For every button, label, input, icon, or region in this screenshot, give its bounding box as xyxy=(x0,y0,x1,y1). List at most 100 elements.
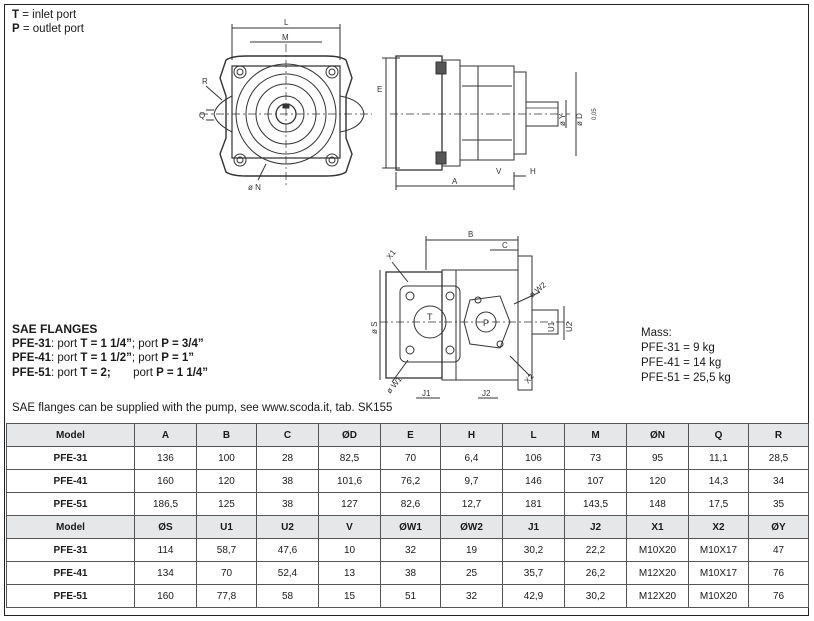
table-cell: 9,7 xyxy=(440,469,503,493)
table-cell: 143,5 xyxy=(564,492,627,516)
table-cell: 114 xyxy=(134,538,197,562)
table-cell: 120 xyxy=(626,469,689,493)
table-cell: 160 xyxy=(134,584,197,608)
mass-title: Mass: xyxy=(641,327,672,339)
table-cell: 38 xyxy=(380,561,441,585)
table-cell: 35,7 xyxy=(502,561,565,585)
table-cell: 38 xyxy=(256,492,319,516)
table-header-cell: ØS xyxy=(134,515,197,539)
mass-block: Mass: PFE-31 = 9 kg PFE-41 = 14 kg PFE-5… xyxy=(641,326,731,386)
table-header-cell: ØN xyxy=(626,423,689,447)
dim-label-d: ø D xyxy=(575,113,584,126)
table-cell: M12X20 xyxy=(626,584,689,608)
table-header-cell: H xyxy=(440,423,503,447)
model-cell: PFE-41 xyxy=(6,469,135,493)
table-cell: 12,7 xyxy=(440,492,503,516)
table-cell: 120 xyxy=(196,469,257,493)
model-cell: PFE-51 xyxy=(6,584,135,608)
dim-label-u2: U2 xyxy=(565,321,574,332)
table-cell: 11,1 xyxy=(688,446,749,470)
model-cell: PFE-31 xyxy=(6,446,135,470)
sae-flanges-block: SAE FLANGES PFE-31: port T = 1 1/4”; por… xyxy=(12,322,208,380)
table-cell: M10X20 xyxy=(688,584,749,608)
sae-line-pfe51: PFE-51: port T = 2; port P = 1 1/4” xyxy=(12,366,209,379)
dim-label-j2: J2 xyxy=(482,389,491,398)
table-cell: 28,5 xyxy=(748,446,809,470)
table-cell: 34 xyxy=(748,469,809,493)
mass-line: PFE-31 = 9 kg xyxy=(641,342,715,354)
table-header-cell: U1 xyxy=(196,515,257,539)
dim-label-y: ø Y xyxy=(558,113,567,126)
table-cell: 13 xyxy=(318,561,381,585)
table-header-cell: V xyxy=(318,515,381,539)
legend-inlet: T = inlet port xyxy=(12,9,77,21)
table-cell: 51 xyxy=(380,584,441,608)
dim-label-d-tol: 0,05 xyxy=(592,108,598,120)
table-cell: 95 xyxy=(626,446,689,470)
table-cell: 6,4 xyxy=(440,446,503,470)
table-cell: 107 xyxy=(564,469,627,493)
table-cell: 26,2 xyxy=(564,561,627,585)
table-cell: M10X17 xyxy=(688,538,749,562)
table-header-cell: J2 xyxy=(564,515,627,539)
table-cell: 52,4 xyxy=(256,561,319,585)
table-cell: 100 xyxy=(196,446,257,470)
page-frame xyxy=(4,4,809,616)
table-header-cell: J1 xyxy=(502,515,565,539)
table-cell: 32 xyxy=(440,584,503,608)
table-cell: M10X20 xyxy=(626,538,689,562)
table-header-cell: ØW2 xyxy=(440,515,503,539)
model-cell: PFE-31 xyxy=(6,538,135,562)
dim-label-x1: X1 xyxy=(385,248,399,262)
ports-legend: T = inlet port P = outlet port xyxy=(12,8,84,36)
table-header-cell: Q xyxy=(688,423,749,447)
table-cell: 28 xyxy=(256,446,319,470)
table-cell: M10X17 xyxy=(688,561,749,585)
sae-title: SAE FLANGES xyxy=(12,322,98,336)
dim-label-w2: ø W2 xyxy=(528,280,549,300)
dim-label-v: V xyxy=(496,167,502,176)
table-header-cell: E xyxy=(380,423,441,447)
table-cell: 73 xyxy=(564,446,627,470)
table-cell: 47,6 xyxy=(256,538,319,562)
technical-drawing: L M R Q ø N E A V H ø Y ø D 0,05 B C ø S… xyxy=(199,18,598,399)
table-header-cell: Model xyxy=(6,515,135,539)
table-cell: 25 xyxy=(440,561,503,585)
table-cell: 76 xyxy=(748,561,809,585)
table-cell: 30,2 xyxy=(564,584,627,608)
model-cell: PFE-41 xyxy=(6,561,135,585)
dim-label-m: M xyxy=(282,33,289,42)
table-cell: 47 xyxy=(748,538,809,562)
table-cell: 82,6 xyxy=(380,492,441,516)
port-label-p: P xyxy=(483,318,489,328)
sae-line-pfe31: PFE-31: port T = 1 1/4”; port P = 3/4” xyxy=(12,337,204,350)
table-header-cell: A xyxy=(134,423,197,447)
table-cell: 22,2 xyxy=(564,538,627,562)
table-cell: 181 xyxy=(502,492,565,516)
table-cell: 42,9 xyxy=(502,584,565,608)
dim-label-r: R xyxy=(202,77,208,86)
dim-label-n: ø N xyxy=(248,183,261,192)
table-header-cell: B xyxy=(196,423,257,447)
table-header-cell: X2 xyxy=(688,515,749,539)
table-cell: 38 xyxy=(256,469,319,493)
dim-label-b: B xyxy=(468,230,473,239)
table-cell: 70 xyxy=(196,561,257,585)
dim-label-q: Q xyxy=(199,111,205,120)
table-cell: 19 xyxy=(440,538,503,562)
table-cell: 136 xyxy=(134,446,197,470)
supply-note: SAE flanges can be supplied with the pum… xyxy=(12,402,393,414)
table-header-cell: R xyxy=(748,423,809,447)
dim-label-s: ø S xyxy=(370,322,379,334)
dim-label-l: L xyxy=(284,18,289,27)
table-cell: 76,2 xyxy=(380,469,441,493)
table-cell: 17,5 xyxy=(688,492,749,516)
table-cell: 70 xyxy=(380,446,441,470)
table-header-cell: ØD xyxy=(318,423,381,447)
